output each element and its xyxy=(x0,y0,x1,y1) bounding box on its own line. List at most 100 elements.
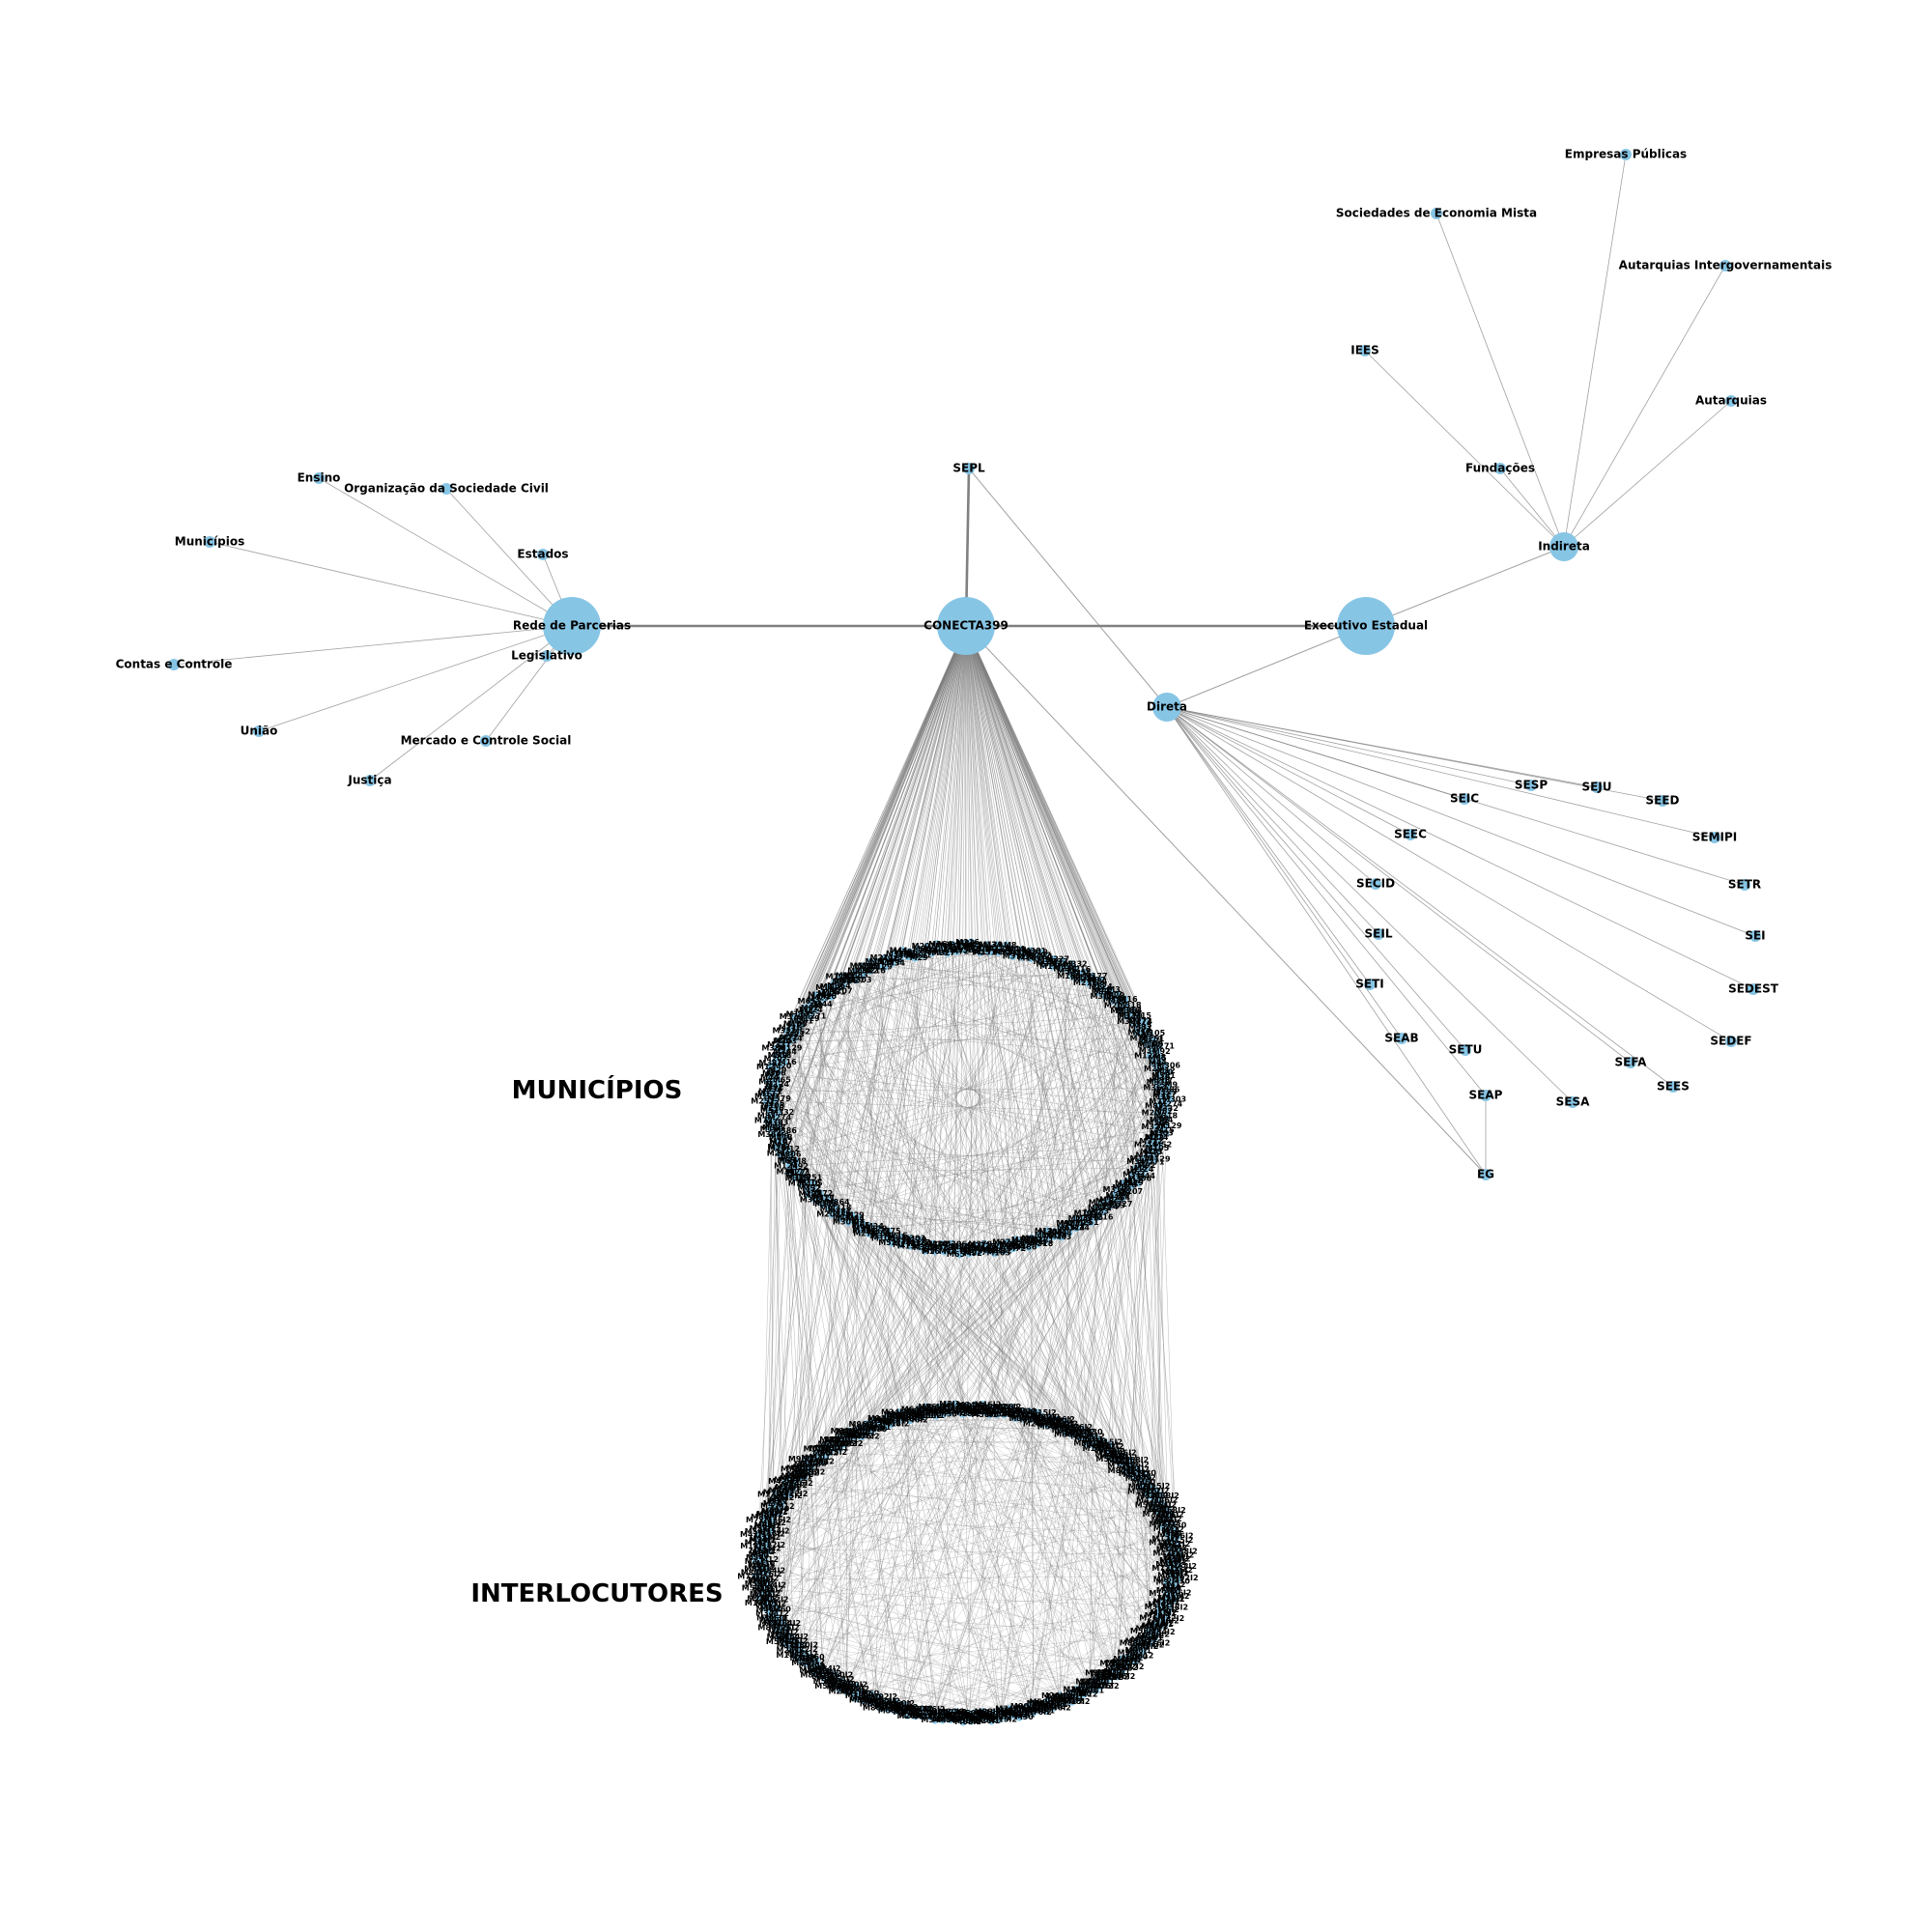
ring-edges-layer xyxy=(754,625,1181,1722)
label-sesa: SESA xyxy=(1556,1095,1590,1109)
edge-interlocutor-chord xyxy=(758,1434,1072,1574)
edge-interlocutor-chord xyxy=(762,1548,1177,1556)
edge-municipio-chord xyxy=(770,951,926,1116)
edge-municipio-interlocutor xyxy=(766,952,948,1540)
edge-municipio-interlocutor xyxy=(834,1202,935,1714)
edge-interlocutor-chord xyxy=(759,1523,1168,1589)
edge-conecta-municipio xyxy=(842,625,967,1212)
label-seti: SETI xyxy=(1355,978,1384,991)
edge-interlocutor-chord xyxy=(800,1644,1095,1687)
edge-interlocutor-chord xyxy=(821,1448,1177,1600)
edge-municipio-interlocutor xyxy=(808,1194,1090,1687)
edge-municipio-interlocutor xyxy=(785,1250,1005,1633)
edge-municipio-interlocutor xyxy=(778,1072,1096,1690)
label-secid: SECID xyxy=(1356,877,1395,891)
edge-conecta-municipio xyxy=(965,625,1154,1046)
label-sociedades-de-economia-mista: Sociedades de Economia Mista xyxy=(1336,207,1537,220)
edge-municipio-interlocutor xyxy=(862,970,1118,1677)
edge-municipio-interlocutor xyxy=(778,1065,1003,1712)
edge-interlocutor-chord xyxy=(766,1423,1041,1541)
edge-interlocutor-chord xyxy=(1070,1602,1162,1693)
edge-conecta-municipio xyxy=(965,625,1009,1243)
label-seil: SEIL xyxy=(1365,927,1393,941)
edge-municipio-interlocutor xyxy=(798,1001,811,1470)
edge-conecta-municipio xyxy=(965,625,1032,959)
edge-municipio-chord xyxy=(812,971,1070,1007)
edge-municipio-interlocutor xyxy=(816,952,999,1454)
edge-municipio-interlocutor xyxy=(1131,1009,1137,1469)
edge-interlocutor-chord xyxy=(764,1514,812,1672)
edge-conecta-municipio xyxy=(835,625,967,987)
edge-interlocutor-chord xyxy=(777,1503,1155,1638)
edge-municipio-interlocutor xyxy=(795,1160,1066,1701)
edge-interlocutor-chord xyxy=(800,1644,983,1713)
edge-municipio-interlocutor xyxy=(770,1127,1132,1475)
edge-municipio-interlocutor xyxy=(846,976,849,1691)
edge-indireta-empresas-publicas xyxy=(1563,154,1627,548)
edge-municipio-interlocutor xyxy=(934,1245,1022,1720)
edge-interlocutor-chord xyxy=(773,1520,1172,1585)
label-setu: SETU xyxy=(1449,1043,1483,1057)
edge-municipio-interlocutor xyxy=(817,946,928,1675)
label-fundacoes: Fundações xyxy=(1465,462,1535,475)
section-label-interlocutores: INTERLOCUTORES xyxy=(470,1579,723,1608)
edge-interlocutor-chord xyxy=(762,1525,1083,1687)
edge-conecta-municipio xyxy=(965,625,1116,1201)
edge-interlocutor-chord xyxy=(783,1615,1163,1642)
edge-conecta-municipio xyxy=(868,625,967,1234)
edge-interlocutor-chord xyxy=(1022,1418,1144,1651)
edge-interlocutor-chord xyxy=(811,1443,839,1672)
node-setu xyxy=(1460,1044,1471,1056)
edge-conecta-municipio xyxy=(965,625,1005,1252)
edge-municipio-chord xyxy=(781,1051,1150,1163)
node-municipio xyxy=(1134,1179,1143,1187)
node-municipio xyxy=(1138,1172,1147,1180)
node-sociedades-de-economia-mista xyxy=(1431,208,1442,219)
edge-interlocutor-chord xyxy=(1107,1456,1173,1560)
edge-interlocutor-chord xyxy=(903,1418,923,1717)
edge-conecta-municipio xyxy=(965,625,1157,1152)
edge-conecta-municipio xyxy=(965,625,1023,1246)
edge-interlocutor-chord xyxy=(860,1427,1122,1660)
edge-municipio-chord xyxy=(786,1063,1160,1150)
edge-municipio-chord xyxy=(832,947,959,1215)
node-municipio xyxy=(844,972,853,980)
edge-interlocutor-chord xyxy=(924,1410,1084,1690)
edge-direta-sei xyxy=(1166,706,1756,937)
node-sees xyxy=(1667,1081,1679,1093)
edge-municipio-interlocutor xyxy=(800,1172,819,1675)
edge-interlocutor-chord xyxy=(1083,1469,1132,1694)
edge-conecta-municipio xyxy=(965,625,1166,1078)
edge-municipio-interlocutor xyxy=(1065,1207,1103,1701)
edge-interlocutor-chord xyxy=(808,1463,1134,1658)
edge-municipio-interlocutor xyxy=(849,954,924,1440)
edge-interlocutor-chord xyxy=(1059,1448,1101,1705)
edge-municipio-chord xyxy=(800,1172,1047,1236)
edge-municipio-chord xyxy=(877,961,1133,1016)
edge-interlocutor-chord xyxy=(1047,1425,1162,1622)
edge-municipio-interlocutor xyxy=(783,1208,837,1496)
edge-conecta-municipio xyxy=(965,625,1168,1112)
edge-conecta-municipio xyxy=(933,625,967,949)
edge-municipio-chord xyxy=(783,975,857,1138)
edge-interlocutor-chord xyxy=(784,1489,793,1637)
edge-municipio-interlocutor xyxy=(783,1070,1163,1496)
edge-rede-ensino xyxy=(318,477,573,627)
edge-municipio-chord xyxy=(950,949,1122,1199)
label-mercado-e-controle-social: Mercado e Controle Social xyxy=(401,734,572,748)
edge-interlocutor-chord xyxy=(777,1419,893,1624)
edge-municipio-interlocutor xyxy=(771,1005,1121,1609)
label-interlocutor: M38I2 xyxy=(1161,1604,1188,1612)
edge-interlocutor-chord xyxy=(762,1428,867,1594)
edge-conecta-municipio xyxy=(840,625,967,978)
edge-municipio-interlocutor xyxy=(950,949,1120,1454)
node-municipio xyxy=(1057,1233,1065,1241)
node-municipio xyxy=(1072,1224,1081,1233)
edge-municipio-chord xyxy=(770,958,1054,1117)
edge-interlocutor-chord xyxy=(772,1486,1147,1526)
node-municipio xyxy=(771,1051,780,1060)
edge-interlocutor-chord xyxy=(783,1469,1132,1496)
label-municipio: M52 xyxy=(1154,1107,1173,1116)
edge-municipio-interlocutor xyxy=(933,948,1138,1652)
edge-interlocutor-chord xyxy=(1041,1416,1167,1600)
